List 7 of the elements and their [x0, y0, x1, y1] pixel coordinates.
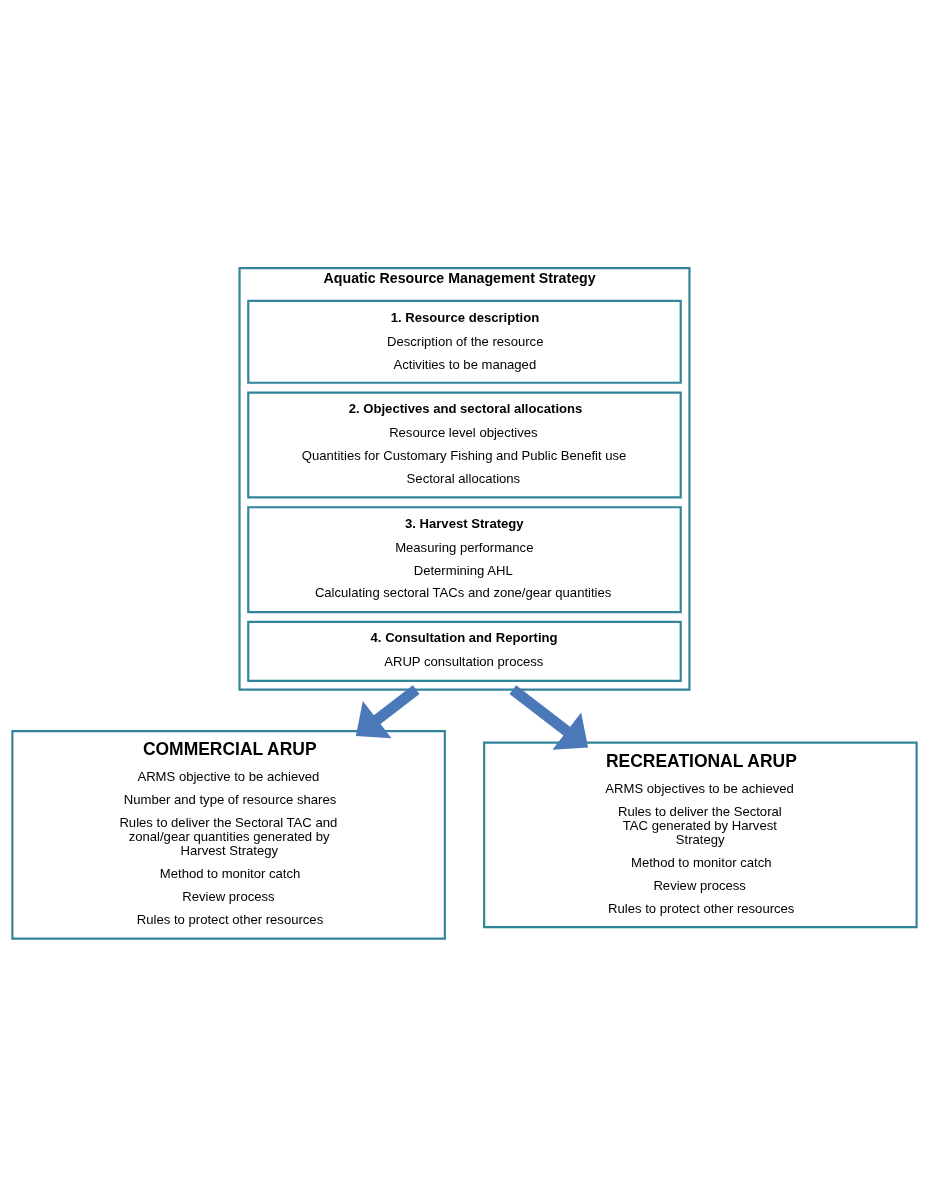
arrow [355, 685, 420, 739]
node-box: 1. Resource description Description of the resource Activities to be managed [247, 299, 682, 384]
node-box: 3. Harvest Strategy Measuring performance Determining AHL Calculating sectoral TACs and zone/gear quantities [247, 506, 682, 614]
node-box: 4. Consultation and Reporting ARUP consultation process [247, 620, 682, 682]
node-box: COMMERCIAL ARUP ARMS objective to be achieved Number and type of resource shares Rules to deliver the Sectoral TAC and zonal/gear quantities generated by Harvest Strategy Method to monitor catch Review process Rules to protect other resources [11, 730, 446, 940]
node-box: 2. Objectives and sectoral allocations Resource level objectives Quantities for Customary Fishing and Public Benefit use Sectoral allocations [247, 391, 682, 499]
node-box: RECREATIONAL ARUP ARMS objectives to be achieved Rules to deliver the Sectoral TAC generated by Harvest Strategy Method to monitor catch Review process Rules to protect other resources [483, 741, 918, 929]
